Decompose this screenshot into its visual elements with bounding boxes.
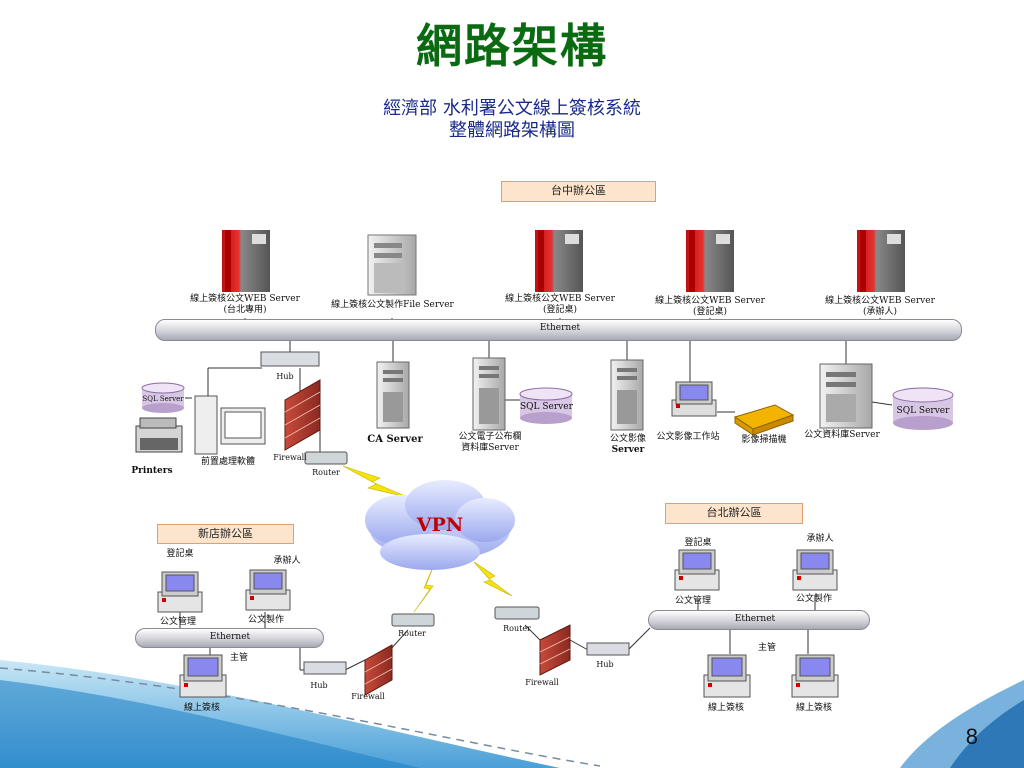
vpn-label: VPN — [416, 514, 464, 536]
taipei-online-sign-label-1: 線上簽核 — [707, 703, 744, 713]
diagram-subtitle-line2: 整體網路架構圖 — [449, 120, 575, 141]
server-label-web-registrar-1: 線上簽核公文WEB Server(登記桌) — [505, 294, 615, 315]
server-label-web-registrar-2: 線上簽核公文WEB Server(登記桌) — [655, 296, 765, 317]
printers-label: Printers — [131, 466, 173, 476]
background-wave — [0, 660, 1024, 768]
ethernet-label-xindian: Ethernet — [209, 632, 251, 642]
server-label-web-taipei: 線上簽核公文WEB Server(台北專用) — [190, 294, 300, 315]
hub-label-taichung: Hub — [276, 372, 294, 381]
ethernet-backbone-taichung — [155, 319, 962, 341]
xindian-online-sign-label: 線上簽核 — [183, 703, 220, 713]
printer-icon — [135, 417, 183, 453]
diagram-subtitle-line1: 經濟部 水利署公文線上簽核系統 — [383, 98, 641, 119]
image-workstation-label: 公文影像工作站 — [656, 432, 720, 442]
doc-db-server-label: 公文資料庫Server — [804, 430, 880, 440]
vpn-cloud — [365, 480, 515, 570]
taipei-online-sign-label-2: 線上簽核 — [795, 703, 832, 713]
ethernet-label-taichung: Ethernet — [539, 323, 581, 333]
firewall-label-taichung: Firewall — [273, 453, 307, 462]
top-red-servers — [222, 230, 905, 292]
xindian-registrar-label: 登記桌 — [166, 549, 194, 559]
router-label-taichung: Router — [312, 468, 340, 477]
network-hubs — [260, 351, 630, 675]
hub-label-taipei: Hub — [596, 660, 614, 669]
xindian-doc-mgmt-label: 公文管理 — [159, 617, 196, 627]
network-routers — [304, 451, 540, 627]
office-label-taichung: 台中辦公區 — [501, 181, 656, 202]
router-label-taipei: Router — [503, 624, 531, 633]
taipei-registrar-label: 登記桌 — [684, 538, 712, 548]
ethernet-backbone-xindian — [135, 628, 324, 648]
sql-databases — [141, 382, 954, 430]
taipei-doc-mgmt-label: 公文管理 — [674, 596, 711, 606]
sql-label-middle: SQL Server — [520, 402, 573, 412]
server-label-file: 線上簽核公文製作File Server — [331, 300, 454, 310]
file-server — [367, 234, 417, 296]
page-number: 8 — [965, 724, 978, 749]
router-label-xindian: Router — [398, 629, 426, 638]
taipei-officer-label: 承辦人 — [806, 534, 834, 544]
xindian-supervisor-label: 主管 — [229, 653, 248, 663]
server-label-web-officer: 線上簽核公文WEB Server(承辦人) — [825, 296, 935, 317]
sql-label-left: SQL Server — [142, 395, 184, 403]
mid-tower-servers — [376, 357, 873, 431]
workstation-pcs — [157, 381, 839, 698]
office-label-taipei: 台北辦公區 — [665, 503, 803, 524]
hub-label-xindian: Hub — [310, 681, 328, 690]
page-title: 網路架構 — [416, 19, 608, 73]
scanner-icon — [733, 404, 795, 436]
firewall-bricks — [284, 391, 571, 685]
taipei-doc-make-label: 公文製作 — [795, 594, 832, 604]
taipei-supervisor-label: 主管 — [757, 643, 776, 653]
office-label-xindian: 新店辦公區 — [157, 524, 294, 544]
sql-label-right: SQL Server — [896, 406, 950, 416]
ethernet-backbone-taipei — [648, 610, 870, 630]
scanner-label: 影像掃描機 — [741, 435, 787, 445]
xindian-officer-label: 承辦人 — [273, 556, 301, 566]
vpn-link-bolts — [342, 465, 513, 613]
preprocess-label: 前置處理軟體 — [200, 457, 255, 467]
ca-server-label: CA Server — [367, 434, 423, 445]
firewalls — [284, 379, 571, 696]
firewall-label-xindian: Firewall — [351, 692, 385, 701]
bulletin-db-label: 公文電子公布欄資料庫Server — [458, 432, 522, 453]
firewall-label-taipei: Firewall — [525, 678, 559, 687]
ethernet-label-taipei: Ethernet — [734, 614, 776, 624]
xindian-doc-make-label: 公文製作 — [247, 615, 284, 625]
